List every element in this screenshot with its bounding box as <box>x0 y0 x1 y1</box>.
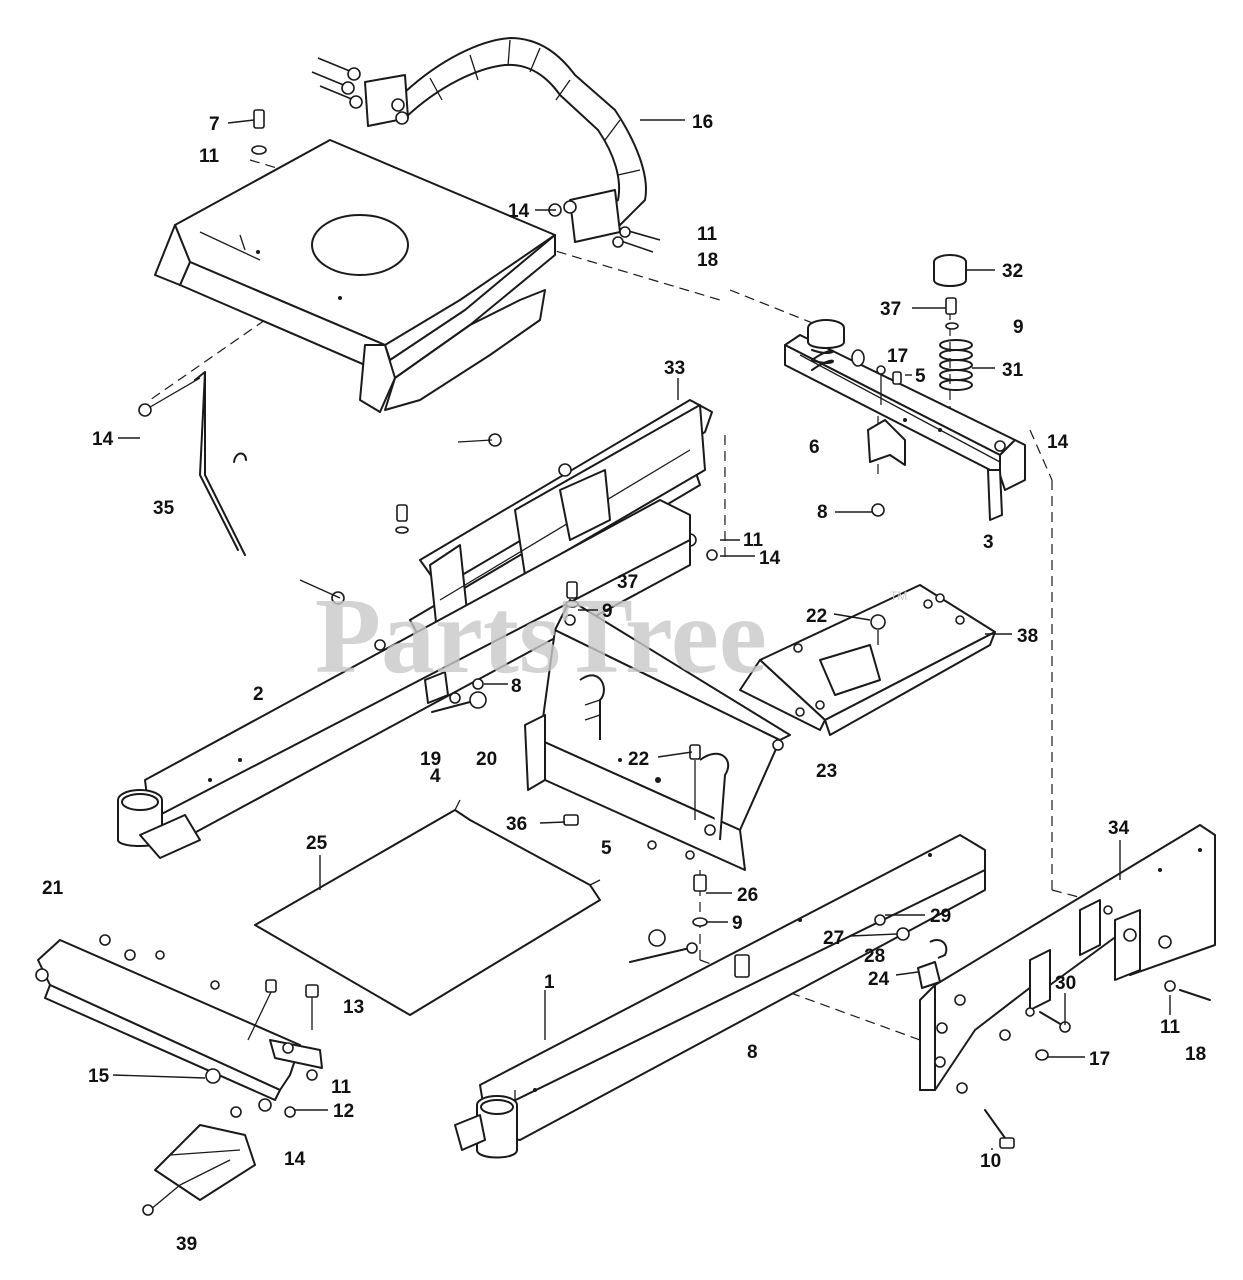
roll-bar-handle-part <box>311 37 661 253</box>
callout-11c: 11 <box>743 530 764 551</box>
bolt-19-20-hardware <box>424 671 487 713</box>
callout-21: 21 <box>42 878 64 899</box>
callout-11b: 11 <box>697 224 718 245</box>
leader-lines <box>112 119 1171 1150</box>
callout-11e: 11 <box>1160 1017 1181 1038</box>
callout-8a: 8 <box>817 502 828 523</box>
callout-32: 32 <box>1002 261 1023 282</box>
callout-18a: 18 <box>697 250 718 271</box>
watermark-text: PartsTree <box>315 577 767 696</box>
floor-pan-25-part <box>254 799 601 1016</box>
callout-26: 26 <box>737 885 758 906</box>
callout-16: 16 <box>692 112 713 133</box>
callout-11a: 11 <box>199 146 220 167</box>
callout-17b: 17 <box>1089 1049 1110 1070</box>
callout-13: 13 <box>343 997 364 1018</box>
front-axle-21-part <box>35 934 323 1216</box>
left-frame-tube-part <box>117 499 691 859</box>
callout-23: 23 <box>816 761 837 782</box>
callout-37b: 37 <box>617 572 638 593</box>
callout-25: 25 <box>306 833 328 854</box>
callout-3: 3 <box>983 532 994 553</box>
callout-30: 30 <box>1055 973 1076 994</box>
callout-19: 19 <box>420 749 441 770</box>
callout-31: 31 <box>1002 360 1024 381</box>
bolt-7-hardware <box>251 109 267 155</box>
callout-4: 4 <box>430 766 441 787</box>
callout-labels: 1 2 3 4 5 5 6 7 8 8 8 9 9 9 10 11 11 11 … <box>42 112 1206 1255</box>
seat-plate-38-part <box>739 584 996 736</box>
callout-14e: 14 <box>284 1149 306 1170</box>
callout-9b: 9 <box>602 601 613 622</box>
callout-14c: 14 <box>1047 432 1069 453</box>
callout-14b: 14 <box>92 429 114 450</box>
hardware-26-9 <box>629 874 708 963</box>
callout-11d: 11 <box>331 1077 352 1098</box>
callout-6: 6 <box>809 437 820 458</box>
watermark: PartsTree TM <box>315 577 907 696</box>
callout-9a: 9 <box>1013 317 1024 338</box>
callout-22a: 22 <box>806 606 827 627</box>
callout-34: 34 <box>1108 818 1130 839</box>
callout-7: 7 <box>209 114 220 135</box>
callout-36: 36 <box>506 814 527 835</box>
callout-29: 29 <box>930 906 951 927</box>
callout-14a: 14 <box>508 201 530 222</box>
callout-10: 10 <box>980 1151 1001 1172</box>
right-upper-rail-3-part <box>784 254 1026 521</box>
callout-38: 38 <box>1017 626 1038 647</box>
callout-2: 2 <box>253 684 264 705</box>
callout-15: 15 <box>88 1066 110 1087</box>
callout-33: 33 <box>664 358 685 379</box>
callout-20: 20 <box>476 749 497 770</box>
callout-5b: 5 <box>601 838 612 859</box>
right-bracket-34-part <box>919 824 1216 1149</box>
callout-28: 28 <box>864 946 885 967</box>
callout-1: 1 <box>544 972 555 993</box>
callout-14d: 14 <box>759 548 781 569</box>
callout-24: 24 <box>868 969 890 990</box>
hardware-24-27-28-29 <box>874 914 948 989</box>
callout-27: 27 <box>823 928 844 949</box>
seat-bracket-part <box>524 581 791 871</box>
callout-8b: 8 <box>511 676 522 697</box>
callout-17a: 17 <box>887 346 908 367</box>
right-frame-tube-1-part <box>454 834 986 1159</box>
watermark-trademark: TM <box>890 589 907 603</box>
callout-9c: 9 <box>732 913 743 934</box>
callout-37a: 37 <box>880 299 901 320</box>
callout-35: 35 <box>153 498 175 519</box>
callout-12: 12 <box>333 1101 354 1122</box>
callout-22b: 22 <box>628 749 649 770</box>
callout-8c: 8 <box>747 1042 758 1063</box>
callout-39: 39 <box>176 1234 197 1255</box>
rod-35-part <box>138 371 247 556</box>
callout-5a: 5 <box>915 366 926 387</box>
callout-18b: 18 <box>1185 1044 1206 1065</box>
fender-deck-part <box>154 139 556 413</box>
